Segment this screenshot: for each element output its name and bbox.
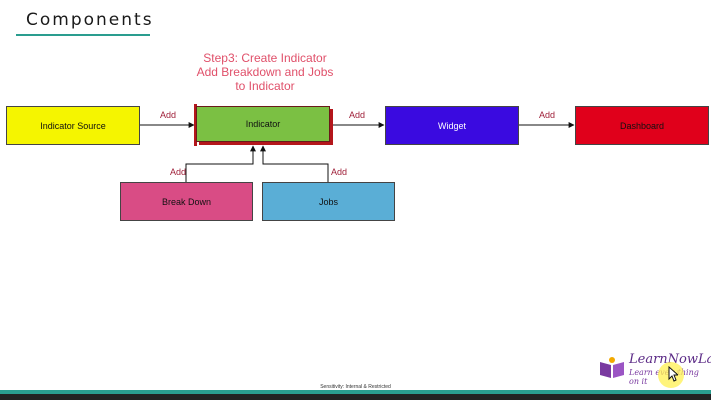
brand-name: LearnNowLab: [629, 352, 711, 367]
node-widget: Widget: [385, 106, 519, 145]
footer-sensitivity-label: Sensitivity: Internal & Restricted: [320, 384, 391, 390]
footer-dark-bar: [0, 394, 711, 400]
node-breakdown: Break Down: [120, 182, 253, 221]
node-indicator-label: Indicator: [245, 119, 281, 129]
step-note-line-1: Step3: Create Indicator: [203, 51, 327, 65]
step-note-line-3: to Indicator: [235, 79, 295, 93]
arrow-breakdown-to-indicator: [185, 145, 256, 182]
book-icon: [600, 357, 624, 378]
edge-label-widget-to-dashboard: Add: [539, 110, 556, 120]
arrow-jobs-to-indicator: [260, 145, 329, 182]
brand-logo: LearnNowLab Learn everything on it: [598, 352, 711, 386]
title-underline: [16, 34, 150, 36]
node-dashboard: Dashboard: [575, 106, 709, 145]
node-breakdown-label: Break Down: [161, 196, 212, 207]
node-widget-label: Widget: [437, 120, 466, 131]
node-indicator-source-label: Indicator Source: [40, 120, 106, 131]
node-jobs-label: Jobs: [318, 196, 338, 207]
mouse-pointer-icon: [668, 366, 678, 382]
indicator-highlight: [194, 104, 197, 146]
node-indicator: Indicator: [196, 106, 330, 142]
node-indicator-source: Indicator Source: [6, 106, 140, 145]
step-note-line-2: Add Breakdown and Jobs: [196, 65, 334, 79]
edge-label-jobs-to-indicator: Add: [331, 167, 348, 177]
edge-label-breakdown-to-indicator: Add: [170, 167, 187, 177]
footer-accent-bar: [0, 390, 711, 394]
step-note: Step3: Create Indicator Add Breakdown an…: [190, 51, 340, 93]
slide-title: Components: [26, 10, 154, 30]
node-jobs: Jobs: [262, 182, 395, 221]
edge-label-source-to-indicator: Add: [160, 110, 177, 120]
node-dashboard-label: Dashboard: [619, 120, 665, 131]
edge-label-indicator-to-widget: Add: [349, 110, 366, 120]
